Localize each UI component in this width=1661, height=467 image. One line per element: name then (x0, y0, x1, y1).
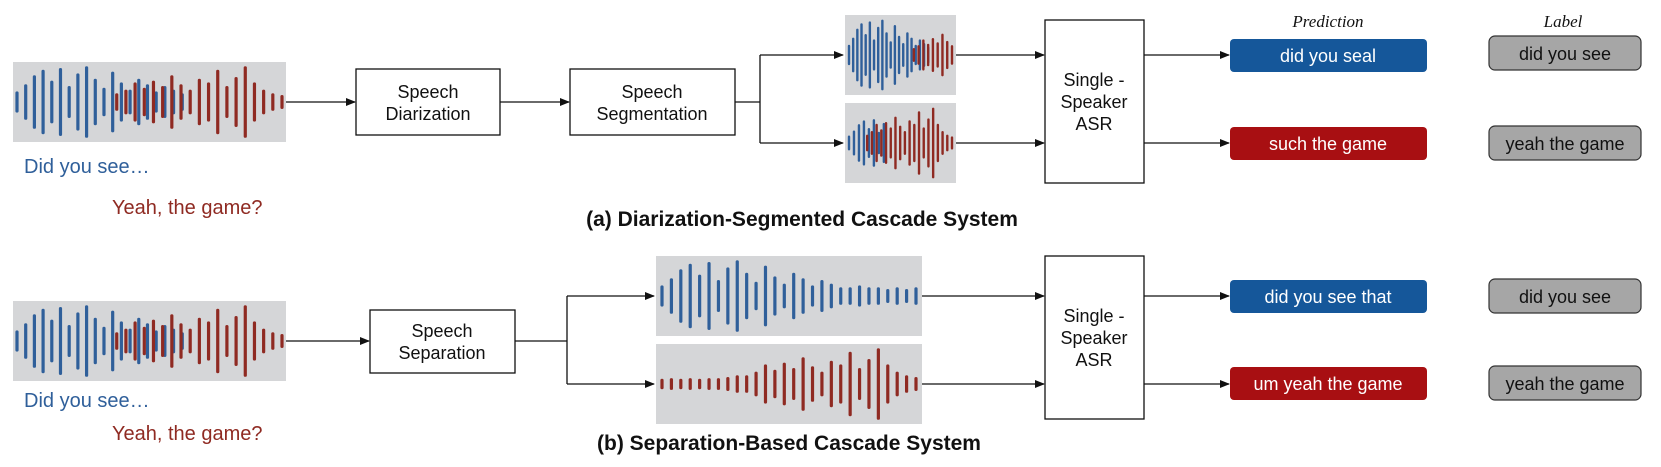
speech-separation-box: Speech Separation (369, 309, 516, 374)
utterance-speaker-b: Yeah, the game? (112, 423, 263, 445)
segment-waveform-1 (845, 15, 956, 95)
label-pill-a1: did you see (1488, 35, 1642, 71)
mixed-waveform-a (13, 62, 286, 142)
waveform-background (13, 62, 286, 142)
asr-label-line1: Single - (1063, 306, 1124, 326)
separation-label-line2: Separation (398, 343, 485, 363)
caption-b: (b) Separation-Based Cascade System (597, 432, 981, 455)
speech-segmentation-box: Speech Segmentation (569, 68, 736, 136)
separated-waveform-1 (656, 256, 922, 336)
mixed-waveform-b (13, 301, 286, 381)
label-pill-b1: did you see (1488, 278, 1642, 314)
separation-label-line1: Speech (411, 321, 472, 341)
waveform-background (13, 301, 286, 381)
single-speaker-asr-box: Single - Speaker ASR (1044, 19, 1145, 184)
prediction-pill-a1: did you seal (1230, 39, 1427, 72)
prediction-text: um yeah the game (1253, 374, 1402, 394)
single-speaker-asr-box: Single - Speaker ASR (1044, 255, 1145, 420)
utterance-speaker-b: Yeah, the game? (112, 197, 263, 219)
label-pill-b2: yeah the game (1488, 365, 1642, 401)
prediction-pill-b2: um yeah the game (1230, 367, 1427, 400)
prediction-text: such the game (1269, 134, 1387, 154)
prediction-pill-b1: did you see that (1230, 280, 1427, 313)
waveform-icon (15, 66, 284, 138)
asr-label-line1: Single - (1063, 70, 1124, 90)
label-pill-a2: yeah the game (1488, 125, 1642, 161)
waveform-icon (847, 107, 954, 179)
label-header: Label (1543, 12, 1583, 31)
panel-b: Did you see… Yeah, the game? Speech Sepa… (13, 255, 1642, 455)
asr-label-line3: ASR (1075, 114, 1112, 134)
prediction-text: did you see that (1264, 287, 1391, 307)
panel-a: Did you see… Yeah, the game? Speech Diar… (13, 15, 1642, 231)
utterance-speaker-a: Did you see… (24, 156, 150, 178)
asr-label-line2: Speaker (1060, 328, 1127, 348)
waveform-icon (847, 19, 954, 91)
label-text: did you see (1519, 287, 1611, 307)
segmentation-label-line2: Segmentation (596, 104, 707, 124)
label-text: did you see (1519, 44, 1611, 64)
caption-a: (a) Diarization-Segmented Cascade System (586, 208, 1018, 231)
diarization-label-line1: Speech (397, 82, 458, 102)
speech-diarization-box: Speech Diarization (355, 68, 501, 136)
prediction-header: Prediction (1291, 12, 1363, 31)
diarization-label-line2: Diarization (385, 104, 470, 124)
label-text: yeah the game (1505, 134, 1624, 154)
waveform-icon (660, 260, 918, 332)
prediction-pill-a2: such the game (1230, 127, 1427, 160)
asr-label-line2: Speaker (1060, 92, 1127, 112)
asr-label-line3: ASR (1075, 350, 1112, 370)
segment-waveform-2 (845, 103, 956, 183)
separated-waveform-2 (656, 344, 922, 424)
prediction-text: did you seal (1280, 46, 1376, 66)
waveform-icon (15, 305, 284, 377)
label-text: yeah the game (1505, 374, 1624, 394)
segmentation-label-line1: Speech (621, 82, 682, 102)
utterance-speaker-a: Did you see… (24, 390, 150, 412)
waveform-icon (660, 348, 918, 420)
